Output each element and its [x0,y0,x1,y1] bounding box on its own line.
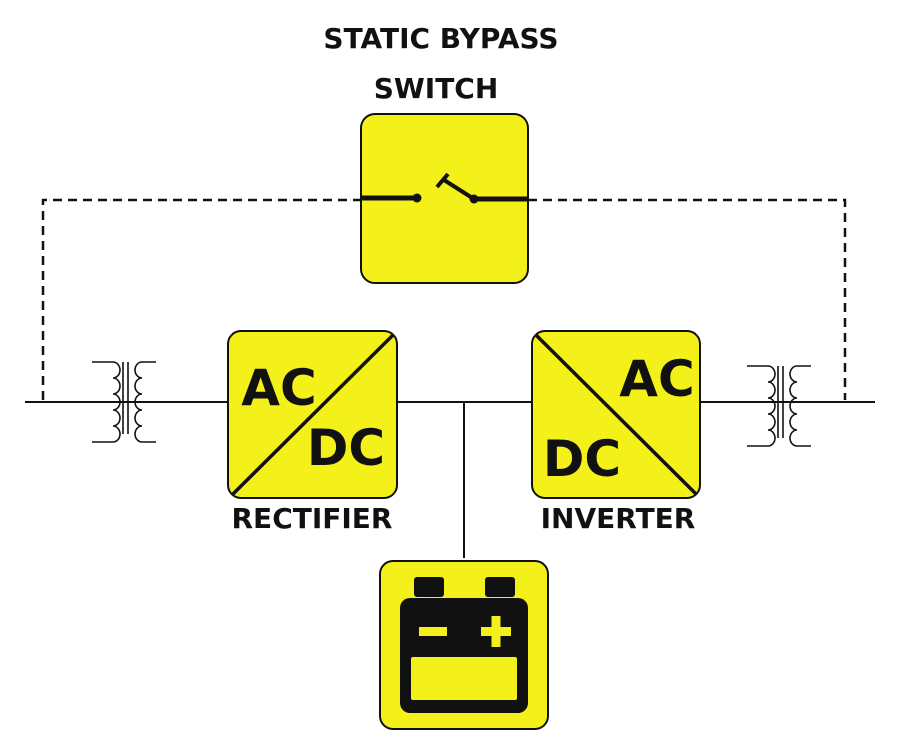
title-line-2: SWITCH [374,72,499,105]
switch-icon [361,172,528,204]
transformer-icon-right [747,365,811,447]
inverter-dc-label: DC [543,430,621,488]
bypass-line [41,198,847,400]
rectifier-ac-label: AC [241,359,316,417]
battery-icon [400,577,528,713]
static-bypass-switch-block [360,113,529,284]
rectifier-label: RECTIFIER [232,502,393,535]
inverter-block: AC DC [531,330,701,499]
inverter-ac-label: AC [619,350,694,408]
rectifier-block: AC DC [227,330,398,499]
transformer-icon-left [92,361,156,443]
inverter-label: INVERTER [541,502,696,535]
rectifier-dc-label: DC [307,419,385,477]
title-line-1: STATIC BYPASS [323,22,558,55]
battery-block [379,560,549,730]
